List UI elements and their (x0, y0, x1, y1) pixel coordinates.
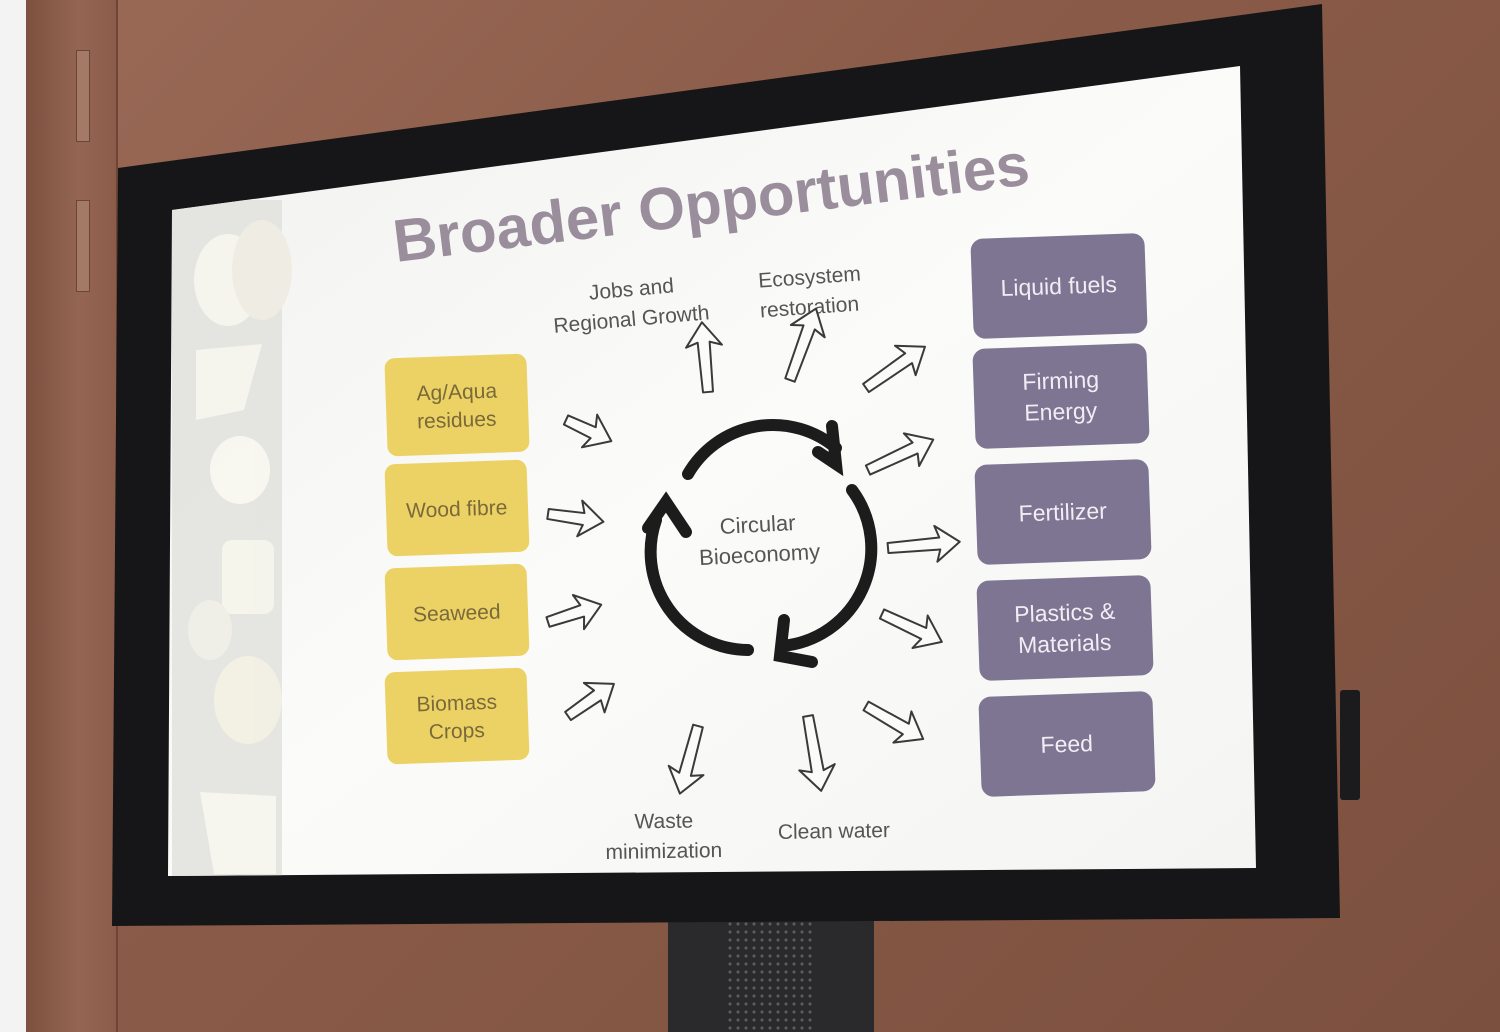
input-label: Wood fibre (406, 496, 508, 523)
pattern-leaf (222, 540, 274, 614)
benefit-text: Waste (634, 809, 693, 833)
outline-arrow-icon (546, 499, 605, 538)
output-box-bg (978, 691, 1156, 797)
outline-arrow-icon (545, 593, 603, 631)
pattern-leaf (196, 344, 262, 420)
outline-arrow-icon (784, 307, 826, 383)
benefit-label: Waste minimization (605, 809, 722, 864)
center-label-line-1: Circular (719, 510, 796, 539)
output-label: Firming (1022, 366, 1100, 395)
input-label: Biomass (416, 691, 497, 717)
output-box: Fertilizer (974, 459, 1152, 565)
input-label: Crops (428, 719, 485, 744)
cycle-arc (644, 514, 754, 656)
outline-arrow-icon (878, 608, 943, 650)
input-label: residues (417, 408, 497, 434)
monitor-side-panel (1340, 690, 1360, 800)
door-hinge (76, 200, 90, 292)
cycle-arrowhead (642, 491, 692, 538)
outline-arrow-icon (862, 344, 926, 394)
output-label: Liquid fuels (1000, 271, 1117, 301)
input-box-bg (384, 667, 530, 765)
benefit-text: minimization (605, 839, 722, 864)
stand-vent (726, 920, 816, 1032)
outline-arrow-icon (667, 723, 705, 795)
output-box-bg (976, 575, 1154, 681)
outline-arrow-icon (798, 714, 836, 792)
output-box: Plastics &Materials (976, 575, 1154, 681)
circular-cycle-arrows-icon (642, 419, 878, 668)
outline-arrow-icon (864, 432, 935, 476)
output-label: Materials (1018, 629, 1112, 658)
pattern-leaf (232, 220, 292, 320)
cycle-arc (776, 484, 878, 652)
output-list: Liquid fuelsFirmingEnergyFertilizerPlast… (970, 233, 1156, 797)
cycle-arrowhead (773, 614, 818, 668)
benefit-label: Clean water (778, 819, 890, 844)
outline-arrow-icon (685, 321, 723, 394)
cycle-arrowhead (812, 420, 844, 477)
outline-arrow-icon (862, 700, 925, 744)
output-box-bg (972, 343, 1150, 449)
decorative-leaf-pattern (172, 200, 292, 876)
cycle-arc (682, 419, 842, 480)
pattern-leaf (210, 436, 270, 504)
pattern-leaf (200, 792, 276, 874)
outline-arrow-icon (562, 413, 613, 449)
output-label: Energy (1024, 397, 1098, 426)
input-box-bg (384, 563, 530, 661)
input-box-bg (384, 353, 530, 457)
output-box: Liquid fuels (970, 233, 1148, 339)
output-label: Plastics & (1014, 598, 1116, 628)
input-box: Seaweed (384, 563, 530, 661)
benefit-text: Clean water (778, 819, 890, 844)
monitor-stand (668, 920, 874, 1032)
door-frame (26, 0, 118, 1032)
output-label: Feed (1040, 730, 1093, 758)
pattern-leaf (214, 656, 282, 744)
input-label: Ag/Aqua (416, 380, 498, 406)
input-box: Wood fibre (384, 459, 530, 557)
output-box: Feed (978, 691, 1156, 797)
output-box-bg (974, 459, 1152, 565)
door-hinge (76, 50, 90, 142)
outline-arrow-icon (886, 524, 961, 563)
output-label: Fertilizer (1018, 497, 1107, 526)
flow-arrows (545, 307, 961, 795)
input-box-bg (384, 459, 530, 557)
input-label: Seaweed (413, 600, 501, 626)
output-box-bg (970, 233, 1148, 339)
outline-arrow-icon (564, 681, 615, 722)
pattern-leaf (188, 600, 232, 660)
